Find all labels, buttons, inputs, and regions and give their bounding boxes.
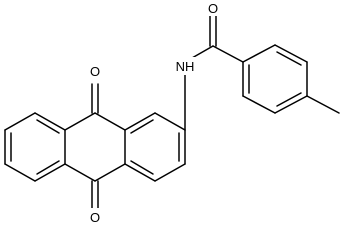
- bond: [36, 160, 60, 175]
- bond: [276, 51, 302, 66]
- bond: [4, 163, 36, 182]
- bond: [130, 160, 154, 175]
- bond: [154, 112, 186, 131]
- bond: [276, 92, 302, 107]
- bond: [212, 45, 244, 63]
- bond: [274, 44, 308, 63]
- bond: [124, 112, 156, 131]
- bond: [274, 95, 308, 114]
- atom-labels: O O NH O: [88, 0, 220, 226]
- bond: [64, 163, 96, 182]
- bond: [34, 163, 66, 182]
- atom-o-top: O: [88, 62, 102, 80]
- atom-label: O: [90, 210, 100, 225]
- bond: [130, 119, 154, 134]
- atom-o-amide: O: [206, 0, 220, 16]
- bond: [4, 112, 36, 131]
- bond: [242, 44, 276, 63]
- bond: [94, 112, 126, 131]
- atom-label: O: [208, 1, 218, 16]
- bond-lines: [4, 13, 340, 209]
- atom-label: NH: [176, 59, 195, 74]
- bond: [64, 112, 96, 131]
- bond: [154, 163, 186, 182]
- bond: [306, 95, 340, 114]
- bond: [36, 119, 60, 134]
- bond: [242, 95, 276, 114]
- bond: [94, 163, 126, 182]
- bond: [124, 163, 156, 182]
- atom-o-bottom: O: [88, 208, 102, 226]
- atom-label: O: [90, 64, 100, 79]
- bond: [34, 112, 66, 131]
- atom-nh: NH: [172, 57, 198, 75]
